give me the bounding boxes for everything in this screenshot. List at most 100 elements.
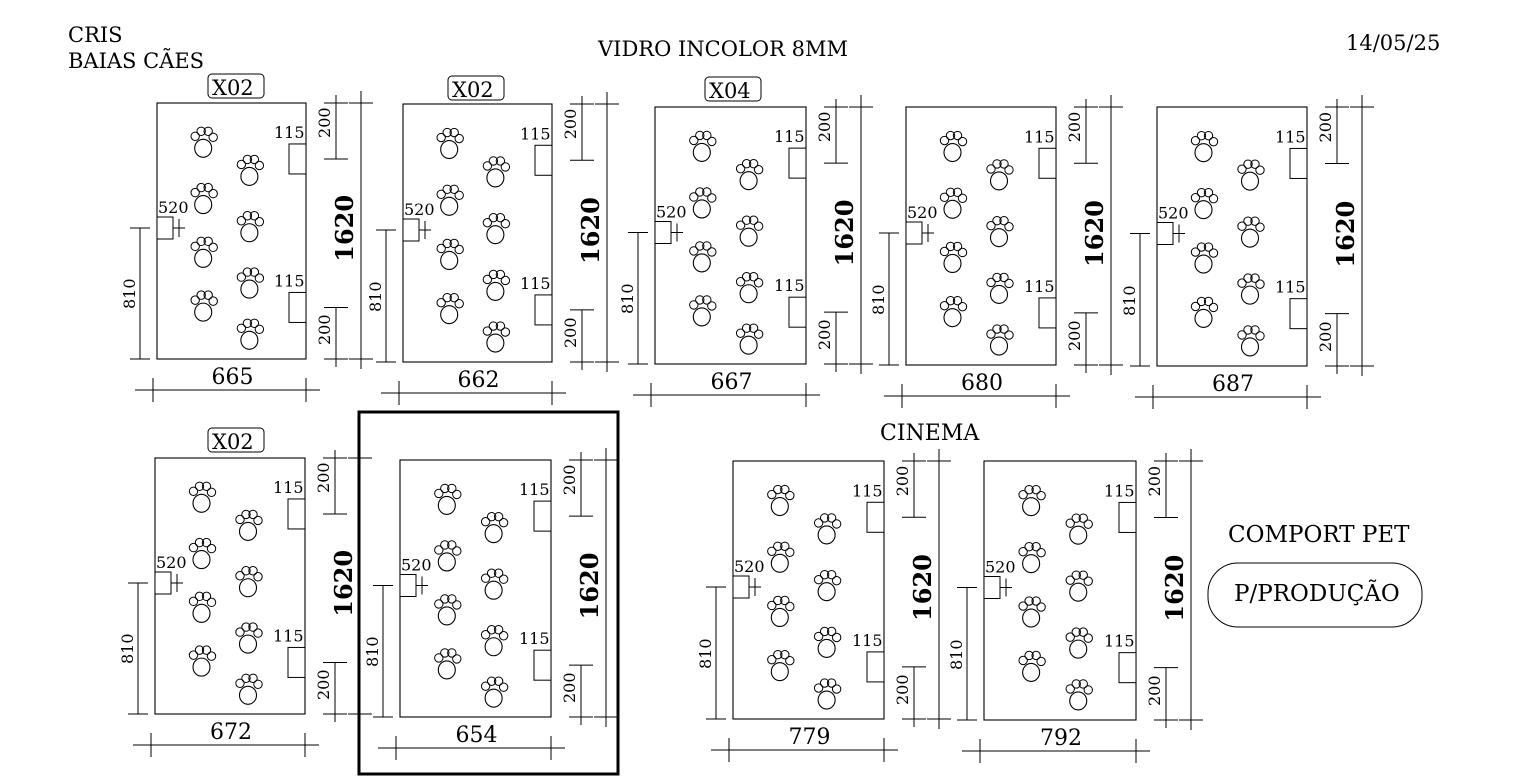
hinge-cutout-top <box>1038 147 1057 179</box>
paw-toe <box>1237 221 1247 231</box>
paw-toe <box>241 509 251 520</box>
hinge-cutout-bottom <box>287 646 306 678</box>
paw-toe <box>939 300 950 311</box>
paw-toe <box>201 537 212 548</box>
paw-toe <box>486 625 497 635</box>
paw-pad <box>238 634 258 654</box>
paw-print-icon <box>986 324 1014 356</box>
paw-toe <box>206 651 217 661</box>
paw-print-icon <box>1065 570 1093 602</box>
paw-print-icon <box>813 569 842 602</box>
paw-print-icon <box>236 154 265 186</box>
paw-toe <box>241 566 251 576</box>
paw-toe <box>1078 679 1088 689</box>
quantity-badge <box>447 75 505 101</box>
paw-print-icon <box>939 295 968 328</box>
paw-print-icon <box>190 290 218 322</box>
paw-toe <box>480 681 491 691</box>
dim-810-label: 810 <box>618 283 637 314</box>
paw-toe <box>1208 302 1219 313</box>
paw-toe <box>735 163 746 174</box>
paw-pad <box>692 307 711 327</box>
paw-toe <box>190 295 200 305</box>
paw-print-icon <box>1237 216 1265 248</box>
paw-toe <box>253 628 263 638</box>
paw-print-icon <box>689 187 717 219</box>
paw-toe <box>440 540 450 550</box>
paw-toe <box>447 483 457 494</box>
dim-810-label: 810 <box>118 633 137 664</box>
paw-print-icon <box>236 318 265 350</box>
paw-pad <box>192 603 211 623</box>
paw-toe <box>707 247 717 257</box>
paw-toe <box>203 236 213 247</box>
paw-toe <box>440 483 450 494</box>
paw-toe <box>440 594 450 604</box>
paw-toe <box>986 329 996 339</box>
paw-toe <box>1250 216 1260 226</box>
paw-toe <box>500 275 511 286</box>
paw-print-icon <box>735 323 764 355</box>
dim-200-top-label: 200 <box>1065 112 1084 143</box>
paw-print-icon <box>939 187 968 219</box>
paw-print-icon <box>1190 130 1219 163</box>
dim-width-label: 667 <box>711 370 753 395</box>
paw-print-icon <box>735 272 764 304</box>
paw-toe <box>452 489 462 500</box>
paw-toe <box>1078 570 1088 580</box>
hinge-cutout-bottom <box>534 294 553 326</box>
paw-toe <box>495 156 506 166</box>
paw-toe <box>1190 135 1201 146</box>
paw-toe <box>780 595 790 606</box>
paw-toe <box>236 272 247 282</box>
paw-pad <box>1069 582 1088 602</box>
paw-toe <box>702 187 712 197</box>
paw-toe <box>241 673 251 683</box>
paw-toe <box>248 509 258 520</box>
paw-toe <box>986 277 996 288</box>
paw-print-icon <box>436 127 464 160</box>
paw-toe <box>203 126 213 136</box>
paw-toe <box>1243 159 1253 169</box>
paw-toe <box>1065 575 1075 585</box>
quantity-label: X02 <box>212 430 254 454</box>
paw-toe <box>826 626 837 637</box>
paw-toe <box>1250 325 1260 335</box>
paw-pad <box>440 250 459 271</box>
quantity-badge <box>207 73 265 99</box>
paw-pad <box>1069 525 1088 545</box>
paw-toe <box>1083 685 1093 695</box>
paw-toe <box>999 272 1009 283</box>
paw-toe <box>1237 164 1247 174</box>
paw-pad <box>1194 200 1213 220</box>
paw-toe <box>939 135 950 146</box>
dim-810-label: 810 <box>947 639 966 670</box>
paw-toe <box>208 188 218 199</box>
handle-size-label: 520 <box>401 556 432 575</box>
paw-pad <box>440 196 459 216</box>
selection-frame <box>357 410 620 776</box>
paw-toe <box>493 625 504 635</box>
paw-toe <box>1203 242 1214 252</box>
paw-toe <box>495 269 506 280</box>
paw-toe <box>957 301 968 312</box>
paw-pad <box>1194 254 1213 274</box>
paw-pad <box>1240 171 1260 191</box>
paw-toe <box>767 600 777 611</box>
hinge-cutout-bottom <box>288 291 307 323</box>
paw-pad <box>1240 285 1260 305</box>
paw-toe <box>486 568 497 578</box>
paw-toe <box>249 154 260 165</box>
production-stamp <box>1207 562 1423 628</box>
paw-toe <box>1196 296 1207 307</box>
paw-toe <box>689 135 699 146</box>
paw-pad <box>989 336 1009 356</box>
paw-toe <box>689 300 699 310</box>
panel-group: X021151155208102002001620665X02115115520… <box>118 73 1374 776</box>
paw-print-icon <box>735 158 764 191</box>
paw-toe <box>436 243 446 254</box>
paw-toe <box>1243 216 1253 226</box>
paw-toe <box>1190 192 1201 203</box>
